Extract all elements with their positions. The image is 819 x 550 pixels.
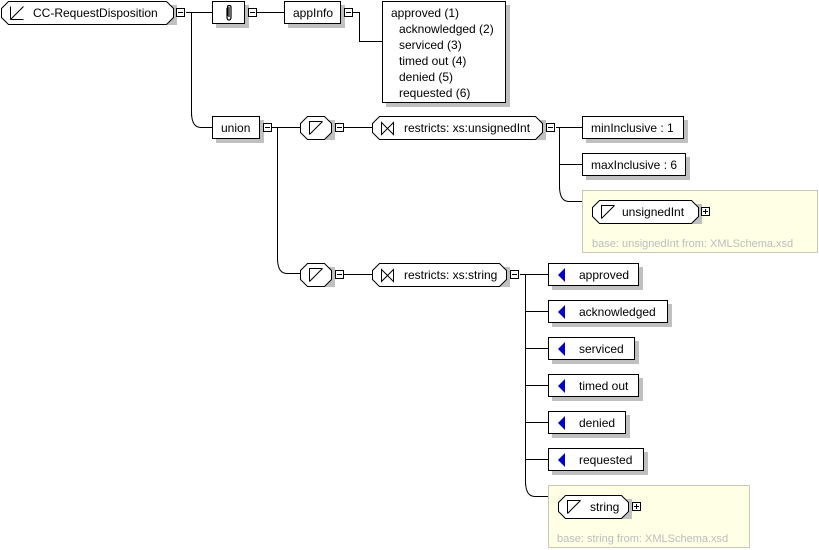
- enumeration-label: timed out: [579, 378, 629, 393]
- simple-type-icon: [10, 6, 24, 20]
- member-simple-type-node[interactable]: [300, 116, 335, 140]
- collapse-toggle[interactable]: [344, 8, 353, 17]
- union-node[interactable]: union: [212, 116, 260, 139]
- connector-curve: [191, 112, 213, 128]
- enumeration-icon: [558, 378, 565, 393]
- base-type-name: string: [590, 500, 620, 514]
- simple-type-icon: [601, 205, 615, 219]
- restriction-node[interactable]: restricts: xs:string: [372, 263, 510, 287]
- base-type-node[interactable]: unsignedInt: [592, 200, 702, 224]
- restriction-label: restricts: xs:unsignedInt: [404, 121, 531, 135]
- appinfo-label: appInfo: [293, 5, 334, 20]
- facet-min-inclusive[interactable]: minInclusive : 1: [582, 116, 684, 139]
- facet-label: maxInclusive : 6: [591, 157, 678, 172]
- appinfo-node[interactable]: appInfo: [284, 1, 341, 24]
- enumeration-icon: [558, 452, 565, 467]
- collapse-toggle[interactable]: [335, 270, 344, 279]
- collapse-toggle[interactable]: [335, 123, 344, 132]
- connector: [344, 274, 372, 275]
- documentation-box: approved (1) acknowledged (2) serviced (…: [382, 1, 506, 103]
- doc-line: timed out (4): [399, 54, 467, 68]
- base-type-node[interactable]: string: [558, 495, 632, 519]
- connector: [256, 12, 284, 13]
- enumeration-label: serviced: [579, 341, 624, 356]
- base-type-note: base: unsignedInt from: XMLSchema.xsd: [592, 238, 794, 250]
- octagon-shape: [372, 263, 510, 287]
- connector: [277, 127, 278, 261]
- connector: [559, 127, 560, 189]
- connector-curve: [352, 12, 382, 42]
- simple-type-icon: [309, 268, 323, 282]
- enumeration-item[interactable]: serviced: [548, 337, 635, 360]
- enumeration-label: requested: [579, 452, 633, 467]
- enumeration-item[interactable]: approved: [548, 263, 639, 286]
- collapse-toggle[interactable]: [248, 8, 257, 17]
- connector: [520, 274, 548, 275]
- union-label: union: [221, 120, 251, 135]
- doc-line: requested (6): [399, 86, 471, 100]
- base-type-name: unsignedInt: [622, 205, 685, 219]
- octagon-shape: [558, 495, 632, 519]
- collapse-toggle[interactable]: [510, 270, 519, 279]
- connector: [525, 422, 548, 423]
- enumeration-icon: [558, 341, 565, 356]
- collapse-toggle[interactable]: [176, 8, 185, 17]
- connector: [272, 127, 300, 128]
- connector-curve: [525, 481, 549, 497]
- connector: [344, 127, 372, 128]
- octagon-shape: [592, 200, 702, 224]
- enumeration-item[interactable]: acknowledged: [548, 300, 668, 323]
- base-type-note: base: string from: XMLSchema.xsd: [557, 533, 729, 545]
- restriction-icon: [381, 268, 394, 283]
- simple-type-icon: [567, 500, 581, 514]
- enumeration-icon: [558, 415, 565, 430]
- connector: [525, 311, 548, 312]
- enumeration-icon: [558, 304, 565, 319]
- octagon-shape: [372, 116, 546, 140]
- annotation-node[interactable]: [212, 1, 245, 24]
- enumeration-label: acknowledged: [579, 304, 656, 319]
- paperclip-icon: [225, 4, 232, 21]
- facet-max-inclusive[interactable]: maxInclusive : 6: [582, 153, 686, 176]
- enumeration-label: denied: [579, 415, 616, 430]
- connector-curve: [277, 258, 301, 274]
- doc-line: approved (1): [391, 6, 460, 20]
- collapse-toggle[interactable]: [263, 123, 272, 132]
- enumeration-item[interactable]: requested: [548, 448, 644, 471]
- facet-label: minInclusive : 1: [591, 120, 674, 135]
- connector: [525, 385, 548, 386]
- member-simple-type-node[interactable]: [300, 263, 335, 287]
- octagon-shape: [1, 1, 177, 25]
- enumeration-item[interactable]: timed out: [548, 374, 639, 397]
- connector: [191, 12, 192, 116]
- doc-line: acknowledged (2): [399, 22, 494, 36]
- root-simple-type-node[interactable]: CC-RequestDisposition: [1, 1, 177, 25]
- connector: [525, 348, 548, 349]
- connector: [559, 164, 582, 165]
- enumeration-label: approved: [579, 267, 630, 282]
- collapse-toggle[interactable]: [546, 123, 555, 132]
- connector: [525, 459, 548, 460]
- connector: [525, 274, 526, 485]
- expand-toggle[interactable]: [632, 502, 641, 511]
- connector: [556, 127, 582, 128]
- expand-toggle[interactable]: [701, 207, 710, 216]
- restriction-icon: [381, 121, 394, 136]
- doc-line: serviced (3): [399, 38, 462, 52]
- enumeration-item[interactable]: denied: [548, 411, 626, 434]
- restriction-node[interactable]: restricts: xs:unsignedInt: [372, 116, 546, 140]
- enumeration-icon: [558, 267, 565, 282]
- root-name: CC-RequestDisposition: [33, 6, 158, 20]
- doc-line: denied (5): [399, 70, 454, 84]
- simple-type-icon: [309, 121, 323, 135]
- connector-curve: [559, 186, 583, 202]
- connector: [186, 12, 212, 13]
- restriction-label: restricts: xs:string: [404, 268, 498, 282]
